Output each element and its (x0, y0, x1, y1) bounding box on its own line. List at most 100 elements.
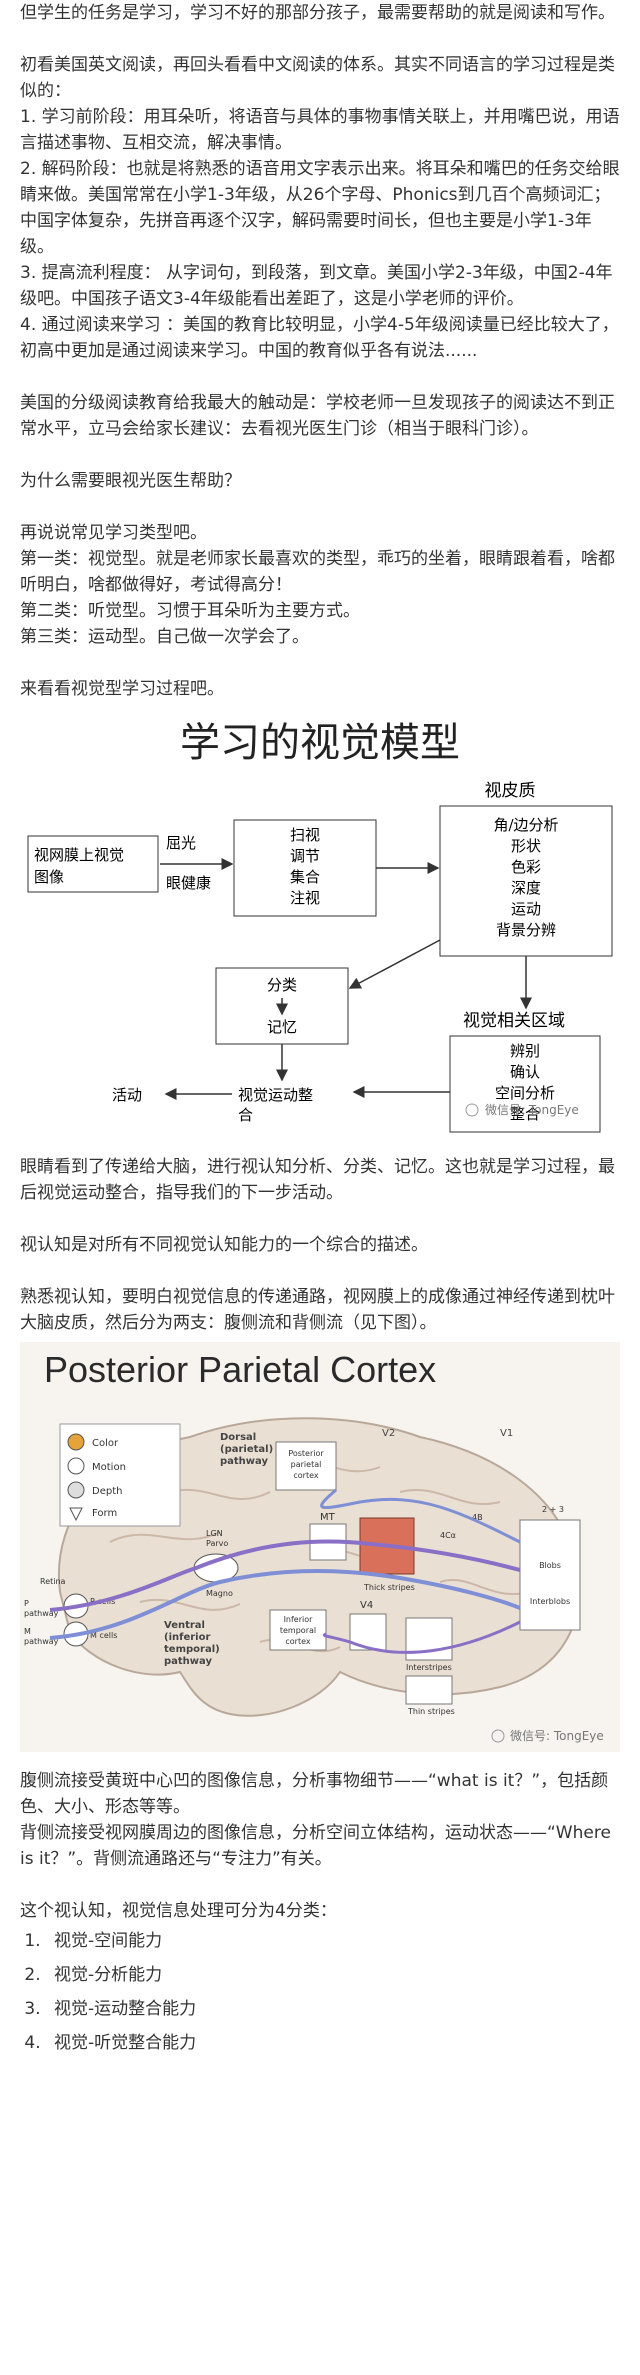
visual-cognition-list: 视觉-空间能力 视觉-分析能力 视觉-运动整合能力 视觉-听觉整合能力 (20, 1924, 620, 2060)
p-pathway-line1: P (24, 1599, 29, 1608)
paragraph-gap (20, 1206, 620, 1232)
thin-stripes-box (405, 1675, 453, 1705)
ventral-line4: pathway (164, 1656, 212, 1667)
layer-23-label: 2 + 3 (542, 1505, 564, 1514)
paragraph: 2. 解码阶段：也就是将熟悉的语音用文字表示出来。将耳朵和嘴巴的任务交给眼睛来做… (20, 159, 620, 257)
paragraph-gap (20, 1872, 620, 1898)
paragraph: 眼睛看到了传递给大脑，进行视认知分析、分类、记忆。这也就是学习过程，最后视觉运动… (20, 1157, 615, 1203)
watermark-2: 微信号: TongEye (510, 1729, 604, 1743)
paragraph: 背侧流接受视网膜周边的图像信息，分析空间立体结构，运动状态——“Where is… (20, 1823, 611, 1869)
magno-label: Magno (206, 1589, 233, 1598)
motion-icon (67, 1457, 85, 1475)
visual-learning-model-figure: 学习的视觉模型 视网膜上视觉 图像 屈光 眼健康 扫视 调节 集合 注视 视皮质… (20, 708, 620, 1138)
paragraph: 第三类：运动型。自己做一次学会了。 (20, 627, 309, 647)
ppc-line2: parietal (291, 1460, 322, 1469)
paragraph-gap (20, 442, 620, 468)
dorsal-line3: pathway (220, 1456, 268, 1467)
paragraph: 熟悉视认知，要明白视觉信息的传递通路，视网膜上的成像通过神经传递到枕叶大脑皮质，… (20, 1287, 615, 1333)
paragraph-gap (20, 26, 620, 52)
m-pathway-line1: M (24, 1627, 31, 1636)
paragraph: 第一类：视觉型。就是老师家长最喜欢的类型，乖巧的坐着，眼睛跟着看，啥都听明白，啥… (20, 549, 615, 595)
retina-box (27, 835, 159, 893)
legend-color: Color (92, 1438, 119, 1449)
retina-label-line2: 图像 (34, 868, 64, 886)
layer-4b-label: 4B (472, 1513, 483, 1522)
area-item-1: 辨别 (510, 1042, 540, 1060)
intro-section: 但学生的任务是学习，学习不好的那部分孩子，最需要帮助的就是阅读和写作。初看美国英… (20, 0, 620, 702)
cortex-item-5: 运动 (511, 900, 541, 918)
eye-functions-box (233, 819, 377, 917)
area-item-2: 确认 (510, 1063, 540, 1081)
v1-label: V1 (500, 1428, 513, 1439)
p-pathway-line2: pathway (24, 1609, 59, 1618)
eye-function-4: 注视 (290, 889, 320, 907)
visual-model-diagram: 学习的视觉模型 视网膜上视觉 图像 屈光 眼健康 扫视 调节 集合 注视 视皮质… (27, 720, 613, 1133)
area-item-3: 空间分析 (495, 1084, 555, 1102)
paragraph: 4. 通过阅读来学习 ：美国的教育比较明显，小学4-5年级阅读量已经比较大了，初… (20, 315, 619, 361)
paragraph: 再说说常见学习类型吧。 (20, 523, 207, 543)
paragraph-gap (20, 494, 620, 520)
thick-stripes-label: Thick stripes (363, 1583, 415, 1592)
dorsal-stream-line (320, 1488, 521, 1544)
paragraph-gap (20, 364, 620, 390)
eye-function-1: 扫视 (290, 826, 320, 844)
lgn-line2: Parvo (206, 1539, 228, 1548)
paragraph: 第二类：听觉型。习惯于耳朵听为主要方式。 (20, 601, 360, 621)
depth-icon (67, 1481, 85, 1499)
list-item: 视觉-听觉整合能力 (46, 2026, 620, 2060)
retina-label-line1: 视网膜上视觉 (34, 846, 124, 864)
ventral-line2: (inferior (164, 1632, 210, 1643)
memory-label: 记忆 (267, 1018, 297, 1036)
ventral-line1: Ventral (164, 1620, 205, 1631)
ppc-line3: cortex (293, 1471, 319, 1480)
paragraph: 来看看视觉型学习过程吧。 (20, 679, 224, 699)
area-item-4: 整合 (510, 1105, 540, 1123)
it-line2: temporal (280, 1626, 316, 1635)
posterior-parietal-box (275, 1441, 337, 1491)
streams-section: 腹侧流接受黄斑中心凹的图像信息，分析事物细节——“what is it？”，包括… (20, 1768, 620, 1924)
cortex-item-3: 色彩 (511, 858, 541, 876)
motor-integration-line1: 视觉运动整 (238, 1086, 313, 1104)
paragraph: 视认知是对所有不同视觉认知能力的一个综合的描述。 (20, 1235, 428, 1255)
it-line1: Inferior (284, 1615, 314, 1624)
paragraph: 美国的分级阅读教育给我最大的触动是：学校老师一旦发现孩子的阅读达不到正常水平，立… (20, 393, 615, 439)
m-pathway-line2: pathway (24, 1637, 59, 1646)
paragraph: 1. 学习前阶段：用耳朵听，将语音与具体的事物事情关联上，并用嘴巴说，用语言描述… (20, 107, 620, 153)
paragraph: 但学生的任务是学习，学习不好的那部分孩子，最需要帮助的就是阅读和写作。 (20, 3, 615, 23)
arrow-cortex-to-classify (348, 939, 441, 989)
m-cells-label: M cells (90, 1631, 117, 1640)
ppc-line1: Posterior (288, 1449, 324, 1458)
paragraph: 初看美国英文阅读，再回头看看中文阅读的体系。其实不同语言的学习过程是类似的： (20, 55, 615, 101)
cortex-item-2: 形状 (511, 837, 541, 855)
paragraph: 这个视认知，视觉信息处理可分为4分类： (20, 1901, 337, 1921)
v1-column (519, 1519, 581, 1631)
wechat-icon (491, 1729, 505, 1743)
interblobs-label: Interblobs (530, 1597, 570, 1606)
eye-function-2: 调节 (290, 847, 320, 865)
figure-title: 学习的视觉模型 (180, 720, 460, 766)
paragraph-gap (20, 650, 620, 676)
thin-stripes-label: Thin stripes (407, 1707, 455, 1716)
cortex-item-4: 深度 (511, 879, 541, 897)
paragraph: 腹侧流接受黄斑中心凹的图像信息，分析事物细节——“what is it？”，包括… (20, 1771, 609, 1817)
list-item: 视觉-运动整合能力 (46, 1992, 620, 2026)
paragraph-gap (20, 1258, 620, 1284)
legend-form: Form (92, 1508, 117, 1519)
paragraph: 为什么需要眼视光医生帮助？ (20, 471, 241, 491)
it-line3: cortex (285, 1637, 311, 1646)
brain-pathway-diagram: Posterior Parietal Cortex Color Motion D… (20, 1342, 620, 1752)
retina-label: Retina (40, 1577, 66, 1586)
eye-health-label: 眼健康 (166, 874, 211, 892)
visual-areas-box (449, 1035, 601, 1133)
posterior-parietal-cortex-figure: Posterior Parietal Cortex Color Motion D… (20, 1342, 620, 1752)
motor-integration-line2: 合 (238, 1106, 253, 1124)
visual-cortex-title: 视皮质 (485, 781, 536, 801)
visual-cortex-box (439, 805, 613, 957)
v4-label: V4 (360, 1600, 373, 1611)
article-body: 但学生的任务是学习，学习不好的那部分孩子，最需要帮助的就是阅读和写作。初看美国英… (20, 0, 620, 2060)
ventral-stream-line (322, 1620, 521, 1654)
legend-depth: Depth (92, 1486, 122, 1497)
ventral-line3: temporal) (164, 1644, 220, 1655)
mt-label: MT (320, 1512, 336, 1523)
refraction-label: 屈光 (166, 834, 196, 852)
